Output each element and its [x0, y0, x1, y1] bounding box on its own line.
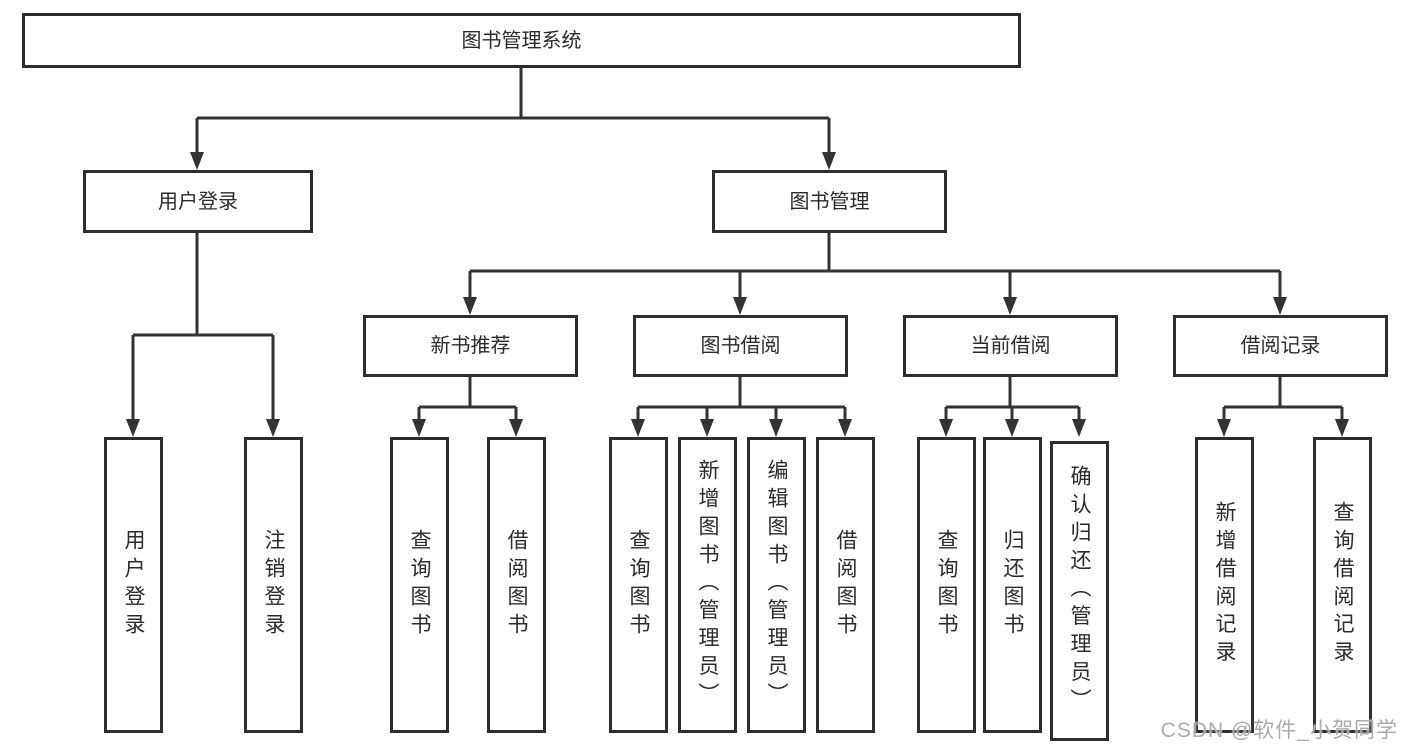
leaf-bb-edit-books: 编辑图书（管理员）: [747, 437, 806, 733]
leaf-cb-return-books: 归还图书: [983, 437, 1042, 733]
node-new-book-recommend: 新书推荐: [363, 315, 578, 377]
leaf-nbr-borrow-books: 借阅图书: [487, 437, 546, 733]
node-library-system: 图书管理系统: [22, 13, 1021, 68]
node-borrowing-records: 借阅记录: [1173, 315, 1388, 377]
leaf-cb-query-books: 查询图书: [917, 437, 976, 733]
csdn-watermark: CSDN @软件_小贺同学: [1160, 719, 1398, 742]
node-current-borrowing: 当前借阅: [903, 315, 1118, 377]
leaf-cb-confirm-return: 确认归还（管理员）: [1050, 441, 1109, 741]
node-book-borrowing: 图书借阅: [633, 315, 848, 377]
leaf-nbr-query-books: 查询图书: [390, 437, 449, 733]
node-user-login: 用户登录: [83, 170, 313, 233]
leaf-user-login: 用户登录: [104, 437, 163, 733]
leaf-bb-add-books: 新增图书（管理员）: [678, 437, 737, 733]
arrowheads: [126, 152, 1349, 437]
leaf-br-add-record: 新增借阅记录: [1195, 437, 1254, 733]
node-book-management: 图书管理: [712, 170, 947, 233]
leaf-logout: 注销登录: [244, 437, 303, 733]
leaf-bb-borrow-books: 借阅图书: [816, 437, 875, 733]
leaf-bb-query-books: 查询图书: [609, 437, 668, 733]
leaf-br-query-record: 查询借阅记录: [1313, 437, 1372, 733]
